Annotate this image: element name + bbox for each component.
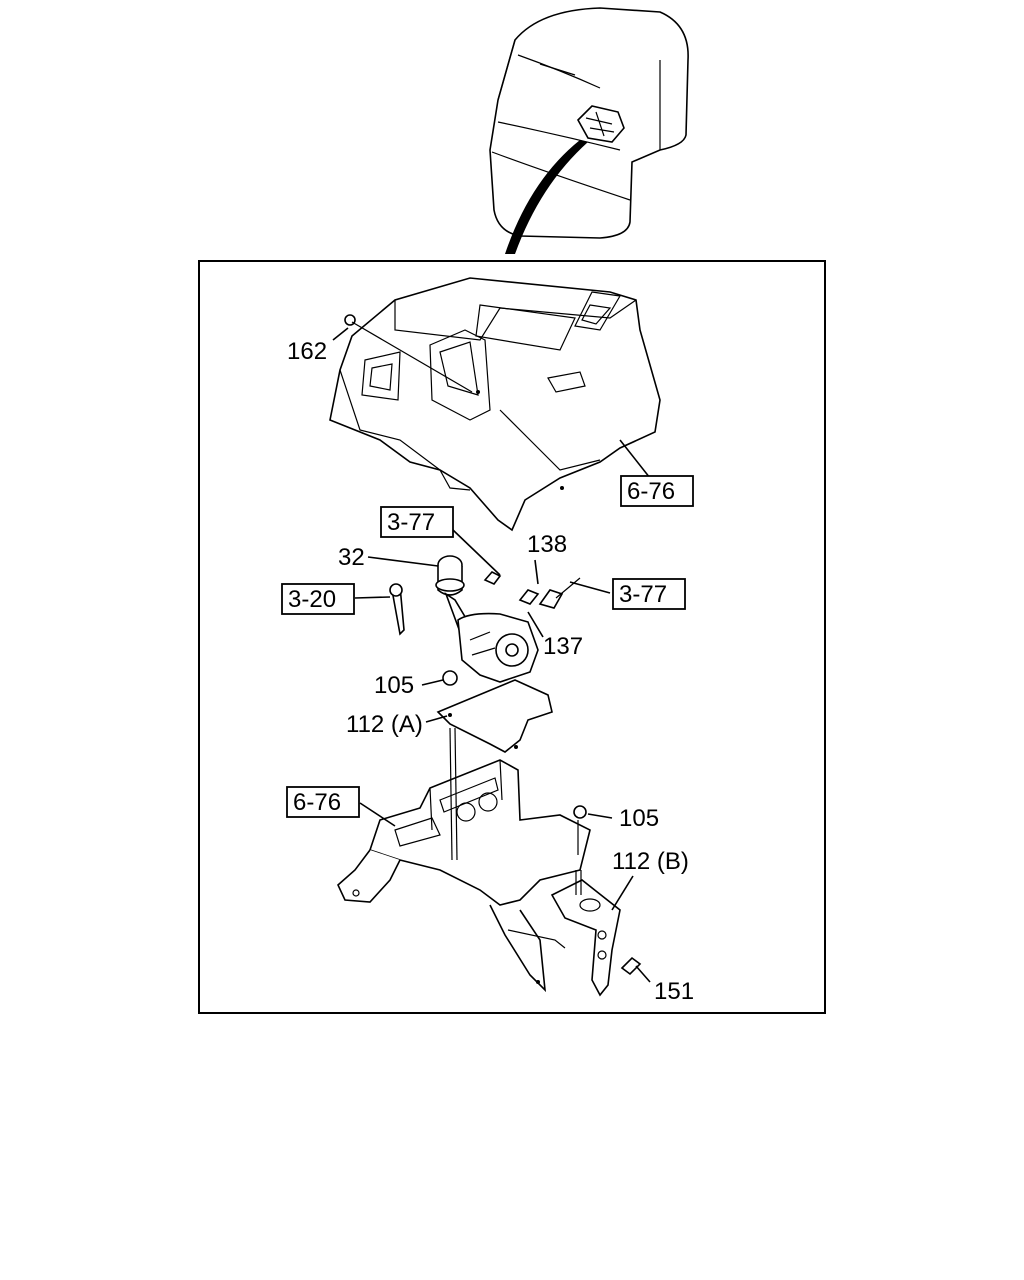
callout-162: 162	[287, 338, 327, 365]
callout-138: 138	[527, 531, 567, 558]
mounting-plate-illustration	[337, 727, 591, 993]
callout-3-77-left: 3-77	[387, 509, 435, 536]
callout-3-20: 3-20	[288, 586, 336, 613]
bracket-112a-illustration	[436, 670, 553, 753]
callout-6-76-top: 6-76	[627, 478, 675, 505]
leader-lines	[332, 321, 651, 983]
callout-112b: 112 (B)	[612, 848, 689, 875]
callout-6-76-mid: 6-76	[293, 789, 341, 816]
cab-overview-illustration	[489, 7, 689, 254]
callout-labels: 162 6-76 3-77 138 32 3-77 3-20 137 105 1…	[281, 338, 694, 1005]
callout-105-right: 105	[619, 805, 659, 832]
detail-frame	[198, 260, 826, 1014]
callout-112a: 112 (A)	[346, 711, 423, 738]
shift-lever-assembly-illustration	[389, 555, 581, 683]
callout-32: 32	[338, 544, 365, 571]
callout-105-left: 105	[374, 672, 414, 699]
console-cover-illustration	[329, 277, 661, 532]
callout-3-77-right: 3-77	[619, 581, 667, 608]
callout-137: 137	[543, 633, 583, 660]
bracket-112b-illustration	[550, 870, 642, 997]
callout-151: 151	[654, 978, 694, 1005]
